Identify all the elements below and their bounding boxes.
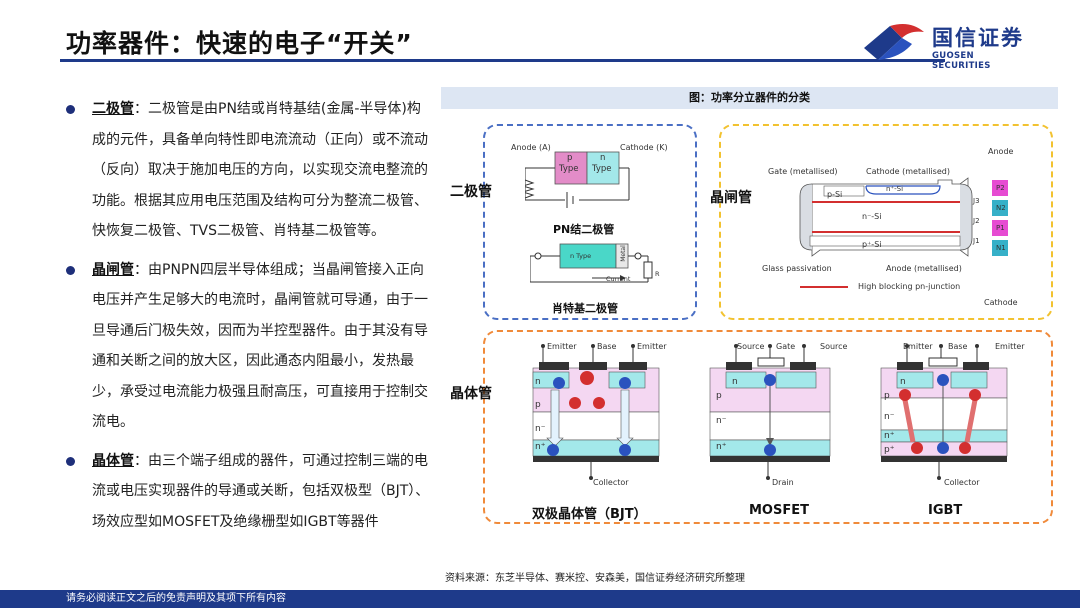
- thyristor-junction-j3: J3: [973, 197, 980, 205]
- diode-anode-label: Anode (A): [511, 143, 551, 152]
- thyristor-n-plus-si: n⁺-Si: [886, 185, 904, 193]
- bjt-collector: Collector: [593, 478, 629, 487]
- mosfet-drain: Drain: [772, 478, 794, 487]
- guosen-logo: 国信证券 GUOSEN SECURITIES: [860, 18, 1030, 71]
- thyristor-layer-n2: N2: [996, 204, 1006, 212]
- bjt-n-plus-label: n⁺: [535, 442, 546, 452]
- thyristor-glass-label: Glass passivation: [762, 264, 832, 273]
- bjt-n-minus-label: n⁻: [535, 424, 546, 434]
- thyristor-n-minus-si: n⁻-Si: [862, 212, 882, 221]
- igbt-diagram: [880, 344, 1008, 480]
- bullet-text: ：由三个端子组成的器件，可通过控制三端的电流或电压实现器件的导通或关断，包括双极…: [92, 452, 430, 530]
- thyristor-gate-label: Gate (metallised): [768, 167, 838, 176]
- igbt-n-plus-label: n⁺: [884, 431, 895, 441]
- thyristor-anode-top: Anode: [988, 147, 1014, 156]
- p-type-label: Type: [559, 164, 579, 174]
- transistor-box: [483, 330, 1053, 524]
- igbt-emitter-right: Emitter: [995, 342, 1025, 351]
- transistor-label: 晶体管: [450, 386, 492, 402]
- mosfet-n-minus-label: n⁻: [716, 416, 727, 426]
- title-divider: [60, 59, 945, 62]
- bullet-term: 晶体管: [92, 452, 134, 469]
- bullet-text: ：由PNPN四层半导体组成；当晶闸管接入正向电压并产生足够大的电流时，晶闸管就可…: [92, 261, 428, 431]
- pn-diode-diagram: [525, 151, 630, 208]
- diode-label: 二极管: [450, 184, 492, 200]
- mosfet-gate: Gate: [776, 342, 796, 351]
- bullet-term: 晶闸管: [92, 261, 134, 278]
- logo-name-en: GUOSEN SECURITIES: [932, 51, 991, 71]
- bullet-thyristor: 晶闸管：由PNPN四层半导体组成；当晶闸管接入正向电压并产生足够大的电流时，晶闸…: [62, 255, 432, 438]
- schottky-current-label: Current: [606, 275, 631, 283]
- n-type-label: Type: [592, 164, 612, 174]
- igbt-p-label: p: [884, 391, 890, 401]
- thyristor-p-si: p-Si: [827, 190, 843, 199]
- n-region-label: n: [600, 153, 606, 163]
- mosfet-diagram: [709, 344, 831, 480]
- pn-diode-title: PN结二极管: [553, 223, 615, 236]
- mosfet-title: MOSFET: [749, 503, 809, 518]
- mosfet-source-right: Source: [820, 342, 848, 351]
- schottky-n-type-label: n Type: [570, 252, 592, 260]
- bullet-dot-icon: [66, 105, 75, 114]
- bjt-emitter-right: Emitter: [637, 342, 667, 351]
- bullet-transistor: 晶体管：由三个端子组成的器件，可通过控制三端的电流或电压实现器件的导通或关断，包…: [62, 446, 432, 538]
- thyristor-junction-j2: J2: [973, 217, 980, 225]
- bjt-diagram: [532, 344, 660, 480]
- bjt-emitter-left: Emitter: [547, 342, 577, 351]
- bullet-diode: 二极管：二极管是由PN结或肖特基结(金属-半导体)构成的元件，具备单向特性即电流…: [62, 94, 432, 247]
- igbt-n-minus-label: n⁻: [884, 412, 895, 422]
- mosfet-p-label: p: [716, 391, 722, 401]
- igbt-n-label: n: [900, 377, 906, 387]
- bjt-base: Base: [597, 342, 617, 351]
- bullet-dot-icon: [66, 265, 75, 275]
- schottky-diode-title: 肖特基二极管: [552, 302, 618, 315]
- thyristor-layer-p1: P1: [996, 224, 1005, 232]
- schottky-diode-diagram: [530, 243, 653, 283]
- guosen-logo-mark-icon: [864, 24, 924, 60]
- thyristor-junction-j1: J1: [973, 237, 980, 245]
- bjt-n-label: n: [535, 377, 541, 387]
- schottky-metal-label: Metal: [619, 245, 627, 262]
- thyristor-diagram: [799, 177, 1008, 257]
- igbt-collector: Collector: [944, 478, 980, 487]
- thyristor-label: 晶闸管: [710, 190, 752, 206]
- disclaimer-footer: 请务必阅读正文之后的免责声明及其项下所有内容: [0, 590, 1080, 608]
- thyristor-anode-metal-label: Anode (metallised): [886, 264, 962, 273]
- bjt-title: 双极晶体管（BJT）: [532, 507, 647, 522]
- diode-box: [483, 124, 697, 320]
- thyristor-cathode-bottom: Cathode: [984, 298, 1018, 307]
- schottky-r-label: R: [655, 270, 660, 278]
- figure-caption: 图：功率分立器件的分类: [441, 87, 1058, 109]
- igbt-base: Base: [948, 342, 968, 351]
- bjt-p-label: p: [535, 400, 541, 410]
- logo-name-cn: 国信证券: [932, 26, 1024, 50]
- igbt-title: IGBT: [928, 503, 963, 518]
- bullet-term: 二极管: [92, 101, 134, 117]
- mosfet-n-plus-label: n⁺: [716, 442, 727, 452]
- mosfet-n-label: n: [732, 377, 738, 387]
- thyristor-p-plus-si: p⁺-Si: [862, 240, 882, 249]
- mosfet-source-left: Source: [737, 342, 765, 351]
- page-title: 功率器件：快速的电子“开关”: [66, 29, 413, 58]
- thyristor-layer-n1: N1: [996, 244, 1006, 252]
- igbt-emitter-left: Emitter: [903, 342, 933, 351]
- thyristor-layer-p2: P2: [996, 184, 1005, 192]
- source-note: 资料来源：东芝半导体、赛米控、安森美，国信证券经济研究所整理: [445, 573, 745, 584]
- thyristor-box: [719, 124, 1053, 320]
- bullet-text: ：二极管是由PN结或肖特基结(金属-半导体)构成的元件，具备单向特性即电流流动（…: [92, 101, 428, 239]
- thyristor-cathode-metal-label: Cathode (metallised): [866, 167, 950, 176]
- igbt-p-plus-label: p⁺: [884, 445, 895, 455]
- thyristor-junction-legend: High blocking pn-junction: [858, 282, 961, 291]
- bullet-list: 二极管：二极管是由PN结或肖特基结(金属-半导体)构成的元件，具备单向特性即电流…: [62, 94, 432, 545]
- p-region-label: p: [567, 153, 573, 163]
- junction-legend-line-icon: [800, 286, 848, 288]
- bullet-dot-icon: [66, 456, 75, 466]
- diode-cathode-label: Cathode (K): [620, 143, 668, 152]
